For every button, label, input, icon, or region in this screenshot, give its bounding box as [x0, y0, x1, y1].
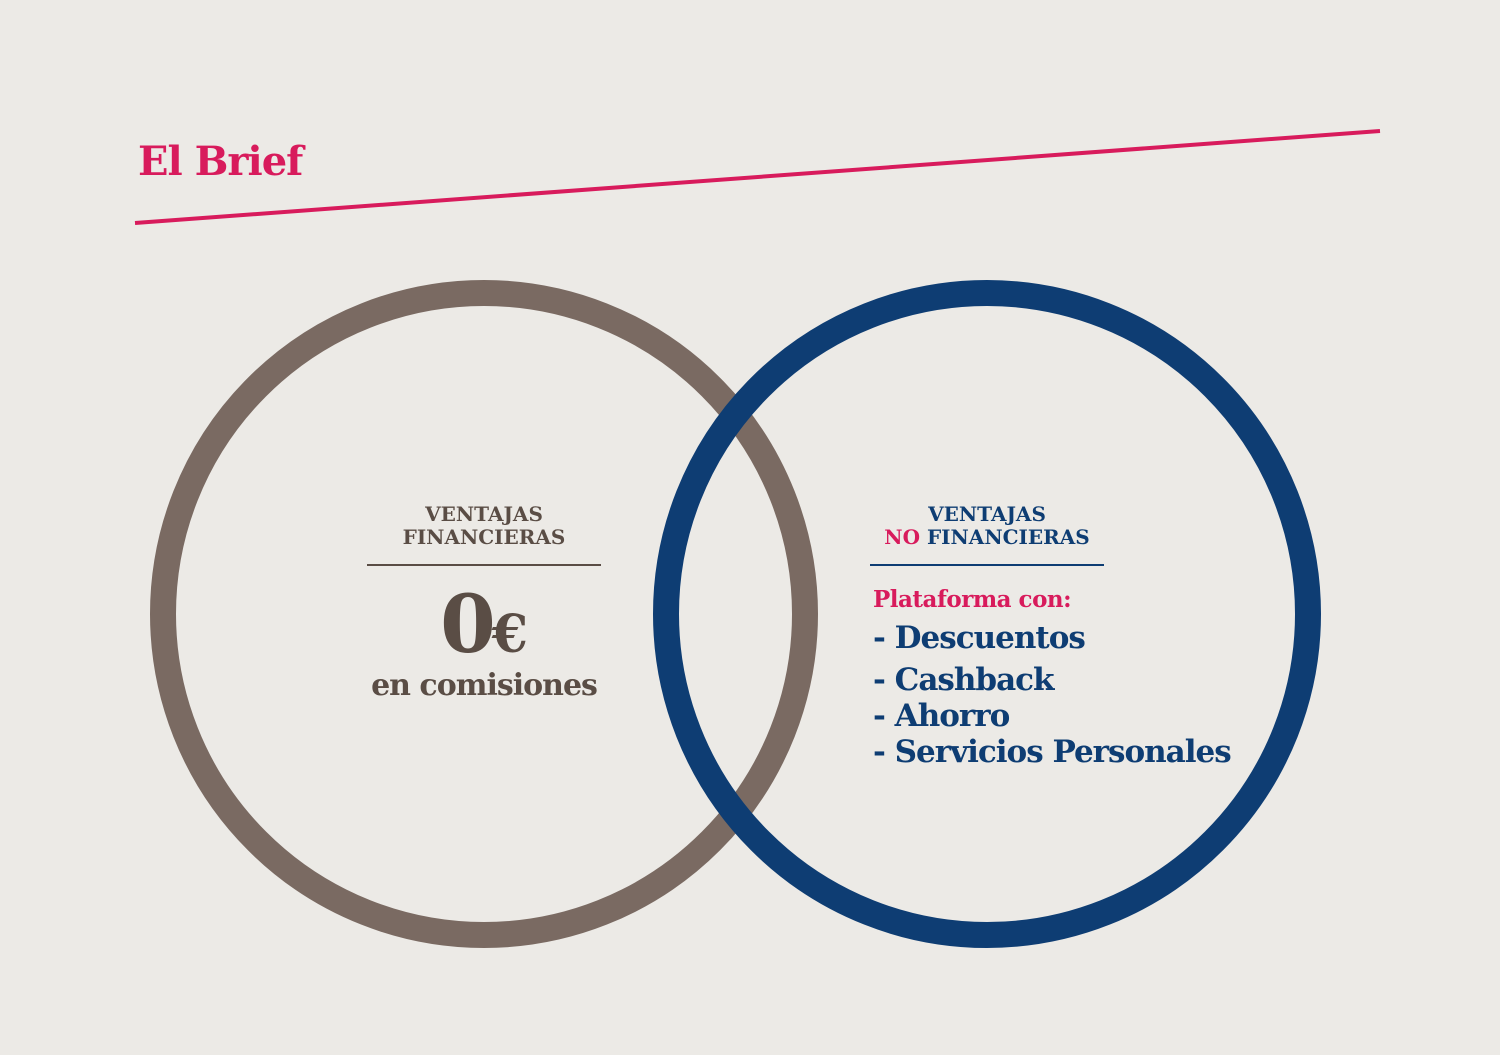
non-financial-heading-word: FINANCIERAS [926, 525, 1090, 549]
feature-item-personal-services: - Servicios Personales [873, 734, 1232, 770]
non-financial-no-word: NO [884, 525, 920, 549]
non-financial-heading-line2: NO FINANCIERAS [870, 526, 1104, 549]
title-underline [134, 129, 1381, 225]
financial-heading-line2: FINANCIERAS [402, 525, 566, 549]
financial-benefits-heading: VENTAJAS FINANCIERAS [367, 503, 601, 549]
page-title: El Brief [138, 138, 303, 185]
feature-item-cashback: - Cashback [873, 662, 1055, 698]
commission-caption: en comisiones [371, 668, 598, 703]
financial-benefits-circle [150, 280, 818, 948]
feature-item-discounts: - Descuentos [873, 620, 1086, 656]
commission-value: 0€ [367, 582, 601, 677]
platform-label: Plataforma con: [873, 586, 1072, 613]
non-financial-benefits-circle [653, 280, 1321, 948]
platform-feature-list: - Descuentos - Cashback - Ahorro - Servi… [873, 620, 1232, 770]
feature-item-savings: - Ahorro [873, 698, 1010, 734]
commission-amount: 0 [440, 577, 496, 671]
non-financial-heading-line1: VENTAJAS [928, 502, 1046, 526]
financial-heading-line1: VENTAJAS [425, 502, 543, 526]
non-financial-benefits-heading: VENTAJAS NO FINANCIERAS [870, 503, 1104, 549]
euro-symbol: € [491, 604, 528, 665]
